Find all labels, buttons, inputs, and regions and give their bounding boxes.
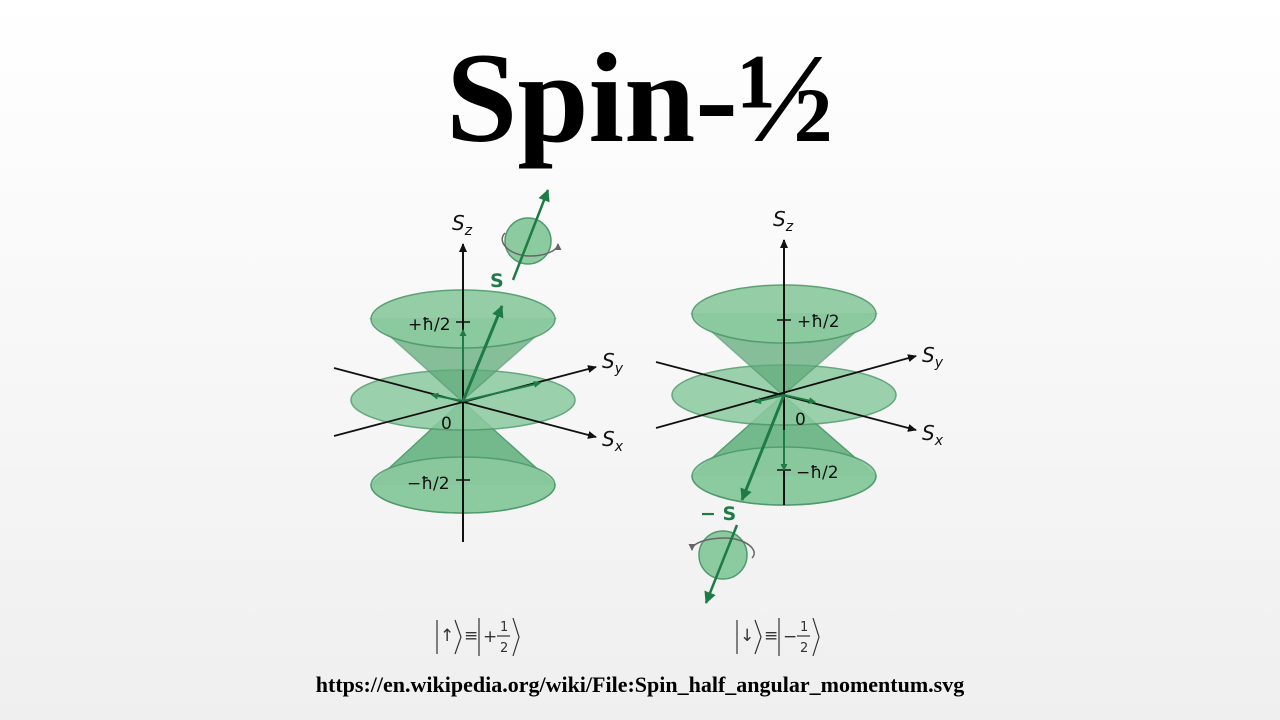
spin-label: S [490, 270, 504, 292]
minus-hbar-label: −ħ/2 [796, 463, 839, 483]
plus-hbar-label: +ħ/2 [408, 315, 451, 335]
axis-x-label: Sx [602, 427, 624, 455]
source-url: https://en.wikipedia.org/wiki/File:Spin_… [315, 672, 965, 697]
spin-sphere [698, 530, 748, 580]
spin-vector [461, 305, 504, 402]
axis-x [333, 367, 597, 439]
svg-text:+: + [483, 627, 497, 647]
spin-label: − S [700, 503, 736, 525]
svg-text:2: 2 [800, 641, 808, 656]
axis-y-label: Sy [602, 349, 624, 377]
spin-vector [740, 394, 786, 501]
svg-text:↑: ↑ [440, 626, 454, 646]
axis-y [655, 354, 917, 429]
origin-label: 0 [441, 414, 452, 434]
axis-z-label: Sz [452, 211, 473, 239]
svg-text:1: 1 [800, 620, 808, 635]
svg-text:−: − [783, 627, 797, 647]
ket-spin-down: ↓ ≡ − 1 2 [736, 617, 820, 657]
spin-up-diagram: Sz Sy Sx +ħ/2 −ħ/2 0 S ↑ ≡ + 1 2 [333, 189, 624, 657]
ket-spin-up: ↑ ≡ + 1 2 [436, 617, 520, 657]
axis-y-label: Sy [922, 343, 944, 371]
spin-down-diagram: Sz Sy Sx +ħ/2 −ħ/2 0 − S ↓ ≡ − 1 2 [655, 207, 944, 657]
svg-text:1: 1 [500, 620, 508, 635]
svg-text:2: 2 [500, 641, 508, 656]
svg-text:≡: ≡ [764, 626, 778, 646]
svg-text:≡: ≡ [464, 626, 478, 646]
page-title: Spin-½ [446, 27, 834, 169]
svg-text:↓: ↓ [740, 626, 754, 646]
minus-hbar-label: −ħ/2 [407, 474, 450, 494]
plus-hbar-label: +ħ/2 [797, 312, 840, 332]
axis-z-label: Sz [773, 207, 794, 235]
axis-x-label: Sx [922, 421, 944, 449]
origin-label: 0 [795, 410, 806, 430]
